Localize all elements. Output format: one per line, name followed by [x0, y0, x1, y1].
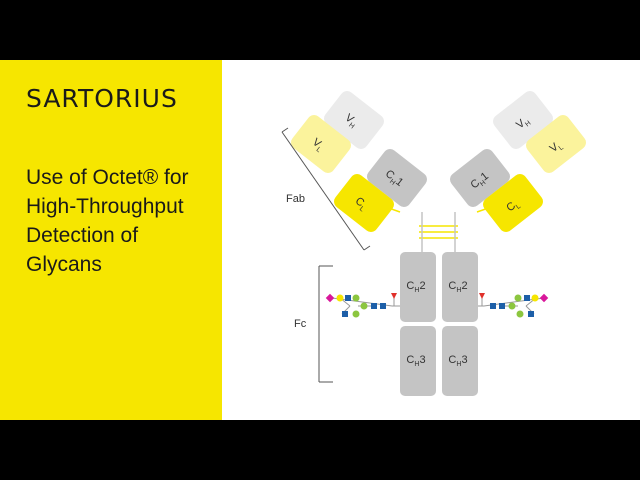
svg-text:CL: CL: [352, 195, 370, 213]
page-title: Use of Octet® for High-Throughput Detect…: [26, 166, 189, 276]
right-sialic-acid: [539, 293, 549, 303]
left-ch1-domain: CH1: [367, 149, 427, 207]
right-ch3-domain: CH3: [442, 326, 478, 396]
svg-text:VL: VL: [309, 136, 327, 154]
left-galactose-1: [336, 294, 344, 302]
right-vh-domain: VH: [493, 91, 553, 149]
left-fucose: [391, 293, 397, 299]
right-glcnac-1: [524, 295, 530, 301]
right-fucose: [479, 293, 485, 299]
svg-text:CH3: CH3: [406, 354, 425, 368]
fc-bracket: [318, 265, 333, 383]
fab-label: Fab: [286, 193, 305, 205]
right-cl-domain: CL: [483, 174, 543, 232]
left-ch3-domain: CH3: [400, 326, 436, 396]
sartorius-logo: SARTORIUS: [26, 84, 178, 113]
right-mannose-1: [514, 294, 522, 302]
left-vh-domain: VH: [324, 91, 384, 149]
left-mannose-core: [360, 302, 368, 310]
left-ch2-domain: CH2: [400, 252, 436, 322]
right-ch1-domain: CH1: [450, 149, 510, 207]
right-ch2-domain: CH2: [442, 252, 478, 322]
left-glcnac-core-1: [371, 303, 377, 309]
chain-connectors: [421, 212, 456, 252]
right-glcnac-core-2: [490, 303, 496, 309]
svg-text:CH2: CH2: [448, 280, 467, 294]
left-glcnac-1: [345, 295, 351, 301]
right-fab-arm: VH VL CH1 CL: [450, 91, 586, 232]
right-glcnac-core-1: [499, 303, 505, 309]
svg-text:VH: VH: [341, 112, 359, 131]
left-fab-arm: VH VL CH1 CL: [291, 91, 427, 232]
right-mannose-2: [516, 310, 524, 318]
left-mannose-1: [352, 294, 360, 302]
left-glycan: [325, 293, 400, 318]
bottom-letterbox: [0, 420, 640, 480]
left-vl-domain: VL: [291, 115, 351, 173]
right-glcnac-2: [528, 311, 534, 317]
fc-region: CH2 CH2 CH3 CH3: [400, 252, 478, 396]
left-glcnac-core-2: [380, 303, 386, 309]
left-glcnac-2: [342, 311, 348, 317]
fab-bracket: [281, 127, 371, 251]
svg-text:CH2: CH2: [406, 280, 425, 294]
antibody-diagram: VH VL CH1 CL VH VL CH1 CL: [281, 91, 586, 396]
fc-label: Fc: [294, 318, 307, 330]
left-cl-domain: CL: [334, 174, 394, 232]
hinge-disulfide-bonds: [419, 225, 458, 239]
right-glycan: [478, 293, 549, 318]
svg-text:CH3: CH3: [448, 354, 467, 368]
left-sialic-acid: [325, 293, 335, 303]
right-galactose-1: [531, 294, 539, 302]
right-mannose-core: [508, 302, 516, 310]
top-letterbox: [0, 0, 640, 60]
title-panel: [0, 60, 222, 420]
left-mannose-2: [352, 310, 360, 318]
right-vl-domain: VL: [526, 115, 586, 173]
